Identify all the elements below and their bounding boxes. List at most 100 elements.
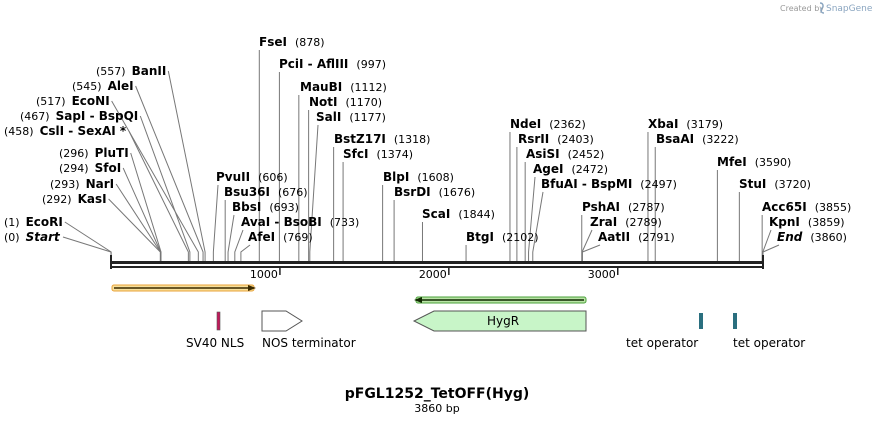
site-leader-lines	[62, 50, 780, 261]
site-position: (1676)	[439, 186, 476, 199]
site-leader	[139, 115, 191, 261]
site-position: (1844)	[458, 208, 495, 221]
dna-backbone	[110, 255, 764, 269]
site-name: BsrDI	[394, 185, 431, 199]
site-label: MfeI (3590)	[717, 155, 791, 169]
site-leader	[135, 85, 204, 261]
restriction-site-labels: (1)EcoRI(0)Start(292)KasI(293)NarI(294)S…	[4, 35, 851, 244]
site-label: SfcI(1374)	[343, 147, 413, 161]
site-position: (1)	[4, 216, 20, 229]
tet-operator-label-2: tet operator	[733, 336, 805, 350]
site-label: AsiSI (2452)	[526, 147, 604, 161]
site-position: (296)	[59, 147, 89, 160]
site-label: PciI - AflIII(997)	[279, 57, 386, 71]
site-leader	[240, 244, 251, 261]
site-name: NarI	[86, 177, 115, 191]
site-name: PciI - AflIII	[279, 57, 348, 71]
site-label: RsrII(2403)	[518, 132, 594, 146]
site-position: (3179)	[686, 118, 723, 131]
site-position: (1170)	[346, 96, 383, 109]
site-name: AfeI	[248, 230, 275, 244]
site-position: (2452)	[568, 148, 605, 161]
site-name: BfuAI - BspMI	[541, 177, 632, 191]
site-name: NotI	[309, 95, 338, 109]
site-name: AsiSI	[526, 147, 560, 161]
site-position: (1112)	[350, 81, 387, 94]
site-name: EcoNI	[72, 94, 110, 108]
site-name: Acc65I	[762, 200, 807, 214]
site-name: AgeI	[533, 162, 563, 176]
sv40-nls-label: SV40 NLS	[186, 336, 244, 350]
site-leader	[111, 100, 199, 261]
site-label: (545) AleI	[72, 79, 134, 93]
site-position: (2791)	[638, 231, 675, 244]
site-name: KpnI	[769, 215, 800, 229]
scale-tick-label: 1000	[250, 268, 278, 281]
site-name: AleI	[108, 79, 134, 93]
site-position: (3590)	[755, 156, 792, 169]
site-position: (2362)	[549, 118, 586, 131]
site-name: CslI - SexAI *	[40, 124, 127, 138]
site-label: AvaI - BsoBI (733)	[241, 215, 359, 229]
tet-operator-label-1: tet operator	[626, 336, 698, 350]
site-position: (3855)	[815, 201, 852, 214]
site-position: (1608)	[417, 171, 454, 184]
hygr-label: HygR	[487, 314, 519, 328]
site-leader	[532, 191, 544, 261]
site-name: BbsI	[232, 200, 261, 214]
site-label: XbaI(3179)	[648, 117, 723, 131]
site-leader	[130, 152, 162, 261]
site-name: EcoRI	[26, 215, 63, 229]
site-leader	[762, 244, 780, 261]
site-label: SalI (1177)	[316, 110, 386, 124]
site-name: SfoI	[95, 161, 122, 175]
site-position: (2789)	[625, 216, 662, 229]
site-name: ScaI	[422, 207, 450, 221]
site-name: End	[777, 230, 803, 244]
site-name: AvaI - BsoBI	[241, 215, 322, 229]
site-position: (557)	[96, 65, 126, 78]
site-label: (294)SfoI	[59, 161, 121, 175]
brand-text: SnapGene	[826, 4, 873, 14]
site-leader	[212, 184, 219, 261]
site-position: (878)	[295, 36, 325, 49]
site-name: Start	[26, 230, 61, 244]
site-name: Bsu36I	[224, 185, 270, 199]
site-position: (693)	[269, 201, 299, 214]
site-position: (1177)	[349, 111, 386, 124]
site-label: Bsu36I (676)	[224, 185, 308, 199]
site-position: (292)	[42, 193, 72, 206]
site-position: (676)	[278, 186, 308, 199]
site-position: (545)	[72, 80, 102, 93]
site-label: (517)EcoNI	[36, 94, 110, 108]
site-leader	[167, 70, 206, 261]
site-name: SalI	[316, 110, 341, 124]
site-leader	[108, 198, 161, 261]
site-name: SapI - BspQI	[56, 109, 139, 123]
hygr-feature	[412, 310, 587, 332]
site-position: (733)	[330, 216, 360, 229]
site-leader	[128, 130, 189, 261]
site-position: (3720)	[774, 178, 811, 191]
site-position: (606)	[258, 171, 288, 184]
site-label: (296) PluTI	[59, 146, 129, 160]
site-label: (557)BanII	[96, 64, 166, 78]
site-label: MauBI(1112)	[300, 80, 387, 94]
site-name: StuI	[739, 177, 766, 191]
site-label: BtgI (2102)	[466, 230, 539, 244]
orf-arrow-reverse	[414, 296, 587, 304]
site-position: (458)	[4, 125, 34, 138]
site-name: KasI	[78, 192, 107, 206]
site-position: (3222)	[702, 133, 739, 146]
site-name: MfeI	[717, 155, 747, 169]
site-name: BtgI	[466, 230, 494, 244]
site-position: (1374)	[376, 148, 413, 161]
site-label: AatII(2791)	[598, 230, 675, 244]
site-name: PshAI	[582, 200, 620, 214]
site-label: ZraI(2789)	[590, 215, 662, 229]
site-position: (2102)	[502, 231, 539, 244]
site-position: (2472)	[571, 163, 608, 176]
site-name: PluTI	[95, 146, 129, 160]
site-position: (3860)	[810, 231, 847, 244]
site-position: (0)	[4, 231, 20, 244]
